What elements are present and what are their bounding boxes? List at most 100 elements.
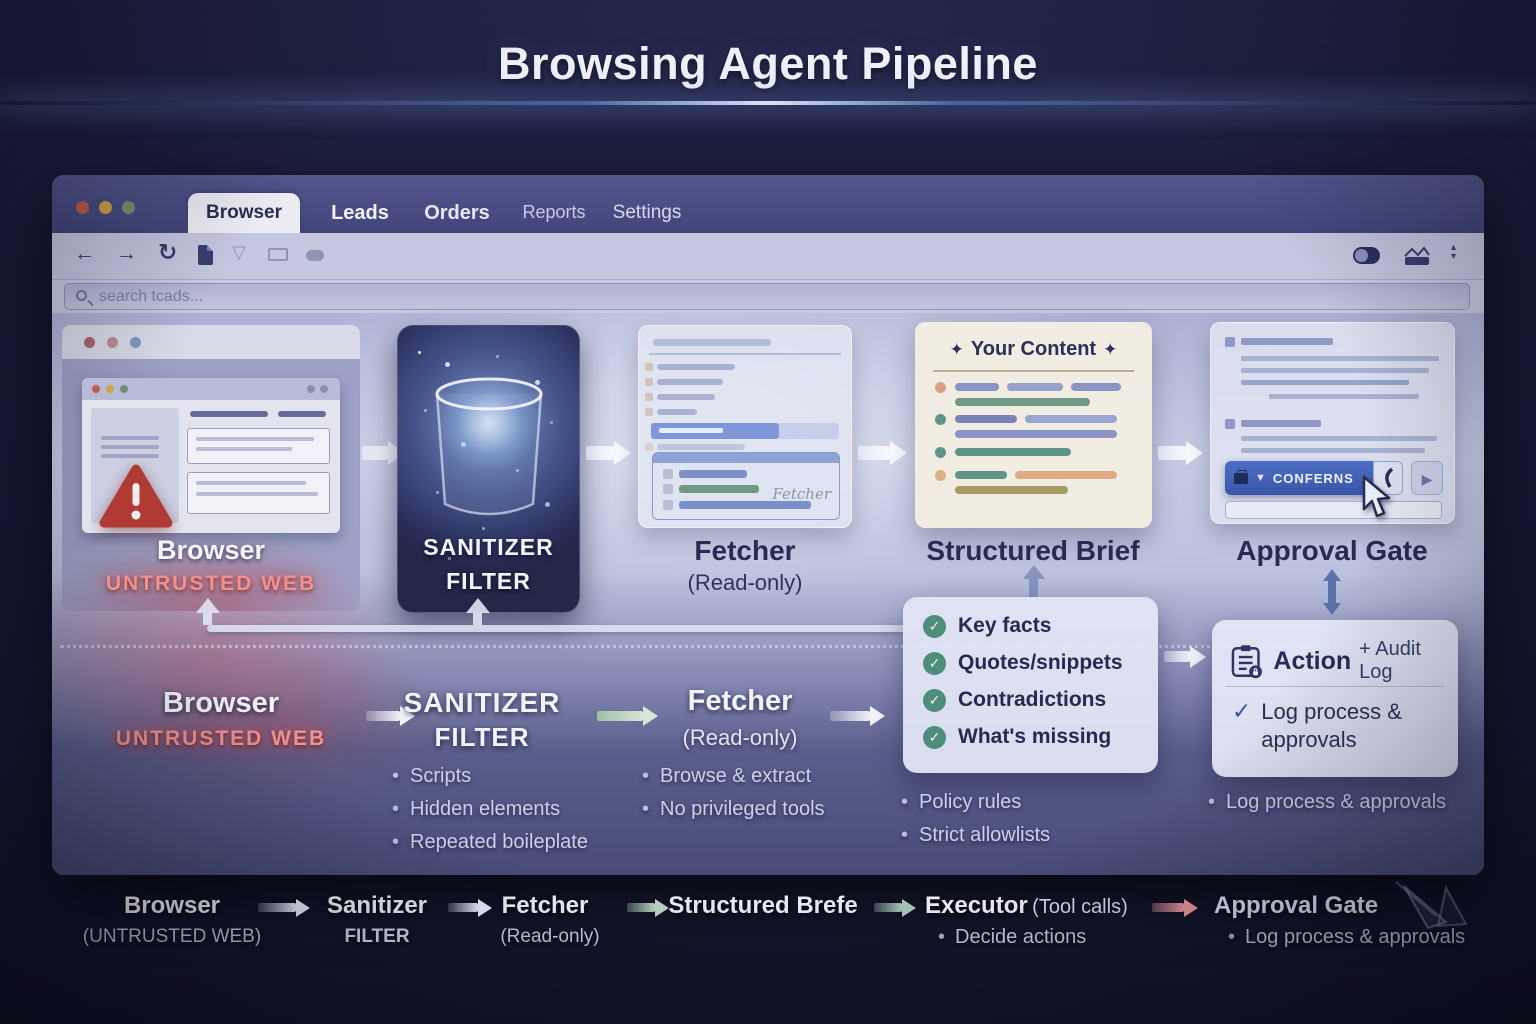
placeholder-rule <box>1226 686 1444 687</box>
bullet-item: Scripts <box>392 765 588 788</box>
confirm-button[interactable]: ▼ CONFERNS <box>1225 461 1373 495</box>
cursor-icon <box>1362 475 1391 518</box>
selected-row-placeholder <box>651 423 779 439</box>
scroll-stepper-icon[interactable]: ▴ ▾ <box>1450 242 1456 262</box>
double-arrow <box>1328 581 1336 603</box>
list-row-placeholder <box>645 378 723 386</box>
mini-dot <box>107 337 118 348</box>
stage-fetcher-title: Fetcher <box>694 535 796 566</box>
summary-step-browser: Browser <box>123 892 221 919</box>
checklist-item: ✓ Key facts <box>923 614 1158 638</box>
search-icon <box>76 290 87 301</box>
flow-arrow <box>830 711 870 721</box>
content-dot <box>935 382 946 393</box>
feedback-arrow-browser <box>203 613 212 625</box>
refresh-icon[interactable]: ↻ <box>158 239 178 265</box>
tab-browser[interactable]: Browser <box>188 193 300 233</box>
summary-step-approval: Approval Gate <box>1214 892 1379 919</box>
placeholder-bar <box>653 453 839 463</box>
summary-step-fetcher-sub: (Read-only) <box>500 926 600 947</box>
content-dot <box>935 414 946 425</box>
annot-fetcher-subtitle: (Read-only) <box>682 725 798 750</box>
tab-orders[interactable]: Orders <box>424 202 490 224</box>
flow-arrow <box>1164 651 1190 662</box>
check-icon: ✓ <box>923 725 946 749</box>
flow-arrow <box>586 446 614 460</box>
content-bar <box>1025 415 1117 423</box>
particles-decor <box>418 351 421 354</box>
glow-decor <box>433 378 544 468</box>
tab-settings[interactable]: Settings <box>612 202 682 223</box>
document-icon[interactable] <box>198 245 213 265</box>
search-row <box>52 280 1484 313</box>
window-titlebar: Browser Leads Orders Reports Settings <box>52 175 1484 233</box>
checklist-item: ✓ Contradictions <box>923 688 1158 712</box>
content-bar <box>1015 471 1117 479</box>
content-dot <box>935 447 946 458</box>
placeholder-bar <box>190 411 268 417</box>
play-icon: ▶ <box>1421 471 1433 487</box>
theme-toggle-icon[interactable] <box>1353 247 1380 264</box>
mini-dot <box>84 337 95 348</box>
tab-reports[interactable]: Reports <box>522 202 586 222</box>
flow-arrow-green <box>597 711 643 721</box>
search-input[interactable] <box>97 286 697 307</box>
stage-browser-title: Browser <box>156 535 266 565</box>
share-icon[interactable] <box>268 248 288 261</box>
traffic-light-close[interactable] <box>76 201 89 214</box>
approval-input[interactable] <box>1225 501 1442 519</box>
summary-arrow <box>258 903 296 912</box>
action-card-header: Action + Audit Log <box>1230 638 1458 684</box>
action-note: ✓ Log process & approvals <box>1232 698 1402 752</box>
placeholder-bar <box>1241 338 1333 345</box>
signature-glyph <box>1385 467 1394 488</box>
placeholder-bar <box>663 500 811 510</box>
tab-leads[interactable]: Leads <box>331 202 389 224</box>
brief-card-title: ✦Your Content✦ <box>915 338 1152 361</box>
feedback-arrow-sanitizer <box>473 613 482 625</box>
summary-arrow-green <box>627 903 655 912</box>
summary-step-sanitizer-sub: FILTER <box>344 926 410 947</box>
mini-dot <box>130 337 141 348</box>
forward-icon[interactable]: → <box>116 242 137 265</box>
placeholder-rule <box>933 370 1134 372</box>
stage-browser-subtitle: UNTRUSTED WEB <box>105 572 317 595</box>
bullet-item: Repeated boileplate <box>392 831 588 854</box>
warning-icon <box>99 464 173 528</box>
placeholder-bar <box>278 411 326 417</box>
selected-row-placeholder <box>779 423 839 439</box>
content-bar <box>955 471 1007 479</box>
checklist-item: ✓ Quotes/snippets <box>923 651 1158 675</box>
feedback-dotted-line <box>60 645 1344 648</box>
action-card: Action + Audit Log ✓ Log process & appro… <box>1212 620 1458 777</box>
traffic-light-maximize[interactable] <box>122 201 135 214</box>
annot-browser-title: Browser <box>162 687 280 719</box>
checklist-item: ✓ What's missing <box>923 725 1158 749</box>
check-icon: ✓ <box>923 614 946 638</box>
search-box[interactable] <box>64 283 1470 310</box>
bullet-item: Policy rules <box>901 791 1050 814</box>
result-panel-placeholder: Fetcher <box>652 452 840 520</box>
back-icon[interactable]: ← <box>74 242 95 265</box>
annot-sanitizer-title-2: FILTER <box>434 722 530 752</box>
placeholder-box <box>187 472 330 514</box>
summary-step-brief: Structured Brefe <box>668 892 858 919</box>
traffic-light-minimize[interactable] <box>99 201 112 214</box>
hand-icon[interactable] <box>306 250 324 261</box>
list-row-placeholder <box>645 408 697 416</box>
stage-fetcher-card: Fetcher <box>638 325 852 528</box>
run-button[interactable]: ▶ <box>1411 461 1443 495</box>
action-title: Action <box>1273 646 1352 675</box>
summary-approval-bullet: Log process & approvals <box>1228 926 1465 949</box>
filter-icon[interactable]: ▽ <box>232 242 246 262</box>
content-bar <box>1071 383 1121 391</box>
tray-icon[interactable] <box>1402 245 1432 269</box>
sanitizer-bullets: Scripts Hidden elements Repeated boilepl… <box>392 765 588 864</box>
check-icon: ✓ <box>1232 698 1252 724</box>
content-bar <box>955 415 1017 423</box>
stage-approval-title: Approval Gate <box>1236 535 1428 566</box>
chevron-down-icon: ▼ <box>1255 472 1266 484</box>
placeholder-bar <box>1241 436 1437 441</box>
placeholder-bar <box>653 339 771 346</box>
